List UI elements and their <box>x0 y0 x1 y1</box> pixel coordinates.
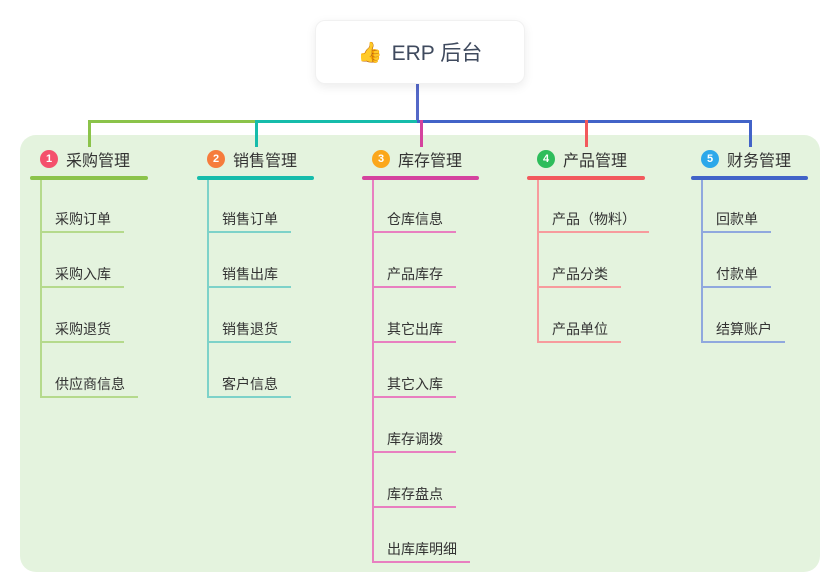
branch-underline-sales <box>197 176 314 180</box>
connector-drop-inventory <box>420 120 423 147</box>
connector-bus-segment-purchase <box>88 120 257 123</box>
child-underline-sales-1 <box>207 286 291 288</box>
child-node-sales-3[interactable]: 客户信息 <box>222 376 278 392</box>
branch-label-product: 产品管理 <box>563 153 628 170</box>
child-node-purchase-2[interactable]: 采购退货 <box>55 321 111 337</box>
child-node-finance-0[interactable]: 回款单 <box>716 211 758 227</box>
child-underline-inventory-6 <box>372 561 470 563</box>
child-node-inventory-1[interactable]: 产品库存 <box>387 266 443 282</box>
child-underline-inventory-1 <box>372 286 456 288</box>
child-underline-product-2 <box>537 341 621 343</box>
branch-node-sales[interactable]: 2 销售管理 <box>207 148 297 170</box>
child-underline-sales-3 <box>207 396 291 398</box>
child-underline-purchase-2 <box>40 341 124 343</box>
child-underline-finance-1 <box>701 286 771 288</box>
child-underline-finance-2 <box>701 341 785 343</box>
branch-underline-product <box>527 176 645 180</box>
child-node-inventory-2[interactable]: 其它出库 <box>387 321 443 337</box>
child-underline-inventory-2 <box>372 341 456 343</box>
mindmap-canvas <box>20 135 820 572</box>
connector-drop-product <box>585 120 588 147</box>
branch-badge-purchase: 1 <box>40 150 58 168</box>
connector-drop-sales <box>255 120 258 147</box>
connector-drop-finance <box>749 120 752 147</box>
child-connector-line-inventory <box>372 180 374 563</box>
child-node-finance-1[interactable]: 付款单 <box>716 266 758 282</box>
child-underline-sales-2 <box>207 341 291 343</box>
branch-underline-inventory <box>362 176 479 180</box>
branch-underline-finance <box>691 176 808 180</box>
child-connector-line-purchase <box>40 180 42 398</box>
child-node-inventory-0[interactable]: 仓库信息 <box>387 211 443 227</box>
child-node-purchase-1[interactable]: 采购入库 <box>55 266 111 282</box>
child-underline-inventory-3 <box>372 396 456 398</box>
branch-node-finance[interactable]: 5 财务管理 <box>701 148 791 170</box>
root-node[interactable]: 👍 ERP 后台 <box>315 20 525 84</box>
branch-node-inventory[interactable]: 3 库存管理 <box>372 148 462 170</box>
child-connector-line-product <box>537 180 539 343</box>
child-underline-product-1 <box>537 286 621 288</box>
child-underline-product-0 <box>537 231 649 233</box>
child-underline-purchase-3 <box>40 396 138 398</box>
branch-node-product[interactable]: 4 产品管理 <box>537 148 627 170</box>
child-node-product-2[interactable]: 产品单位 <box>552 321 608 337</box>
child-underline-inventory-5 <box>372 506 456 508</box>
child-underline-inventory-0 <box>372 231 456 233</box>
branch-label-sales: 销售管理 <box>233 153 298 170</box>
branch-badge-sales: 2 <box>207 150 225 168</box>
branch-label-finance: 财务管理 <box>727 153 792 170</box>
child-node-sales-1[interactable]: 销售出库 <box>222 266 278 282</box>
connector-root-stem <box>416 82 419 123</box>
child-node-purchase-0[interactable]: 采购订单 <box>55 211 111 227</box>
branch-node-purchase[interactable]: 1 采购管理 <box>40 148 130 170</box>
child-underline-purchase-1 <box>40 286 124 288</box>
branch-badge-inventory: 3 <box>372 150 390 168</box>
child-node-product-1[interactable]: 产品分类 <box>552 266 608 282</box>
child-node-purchase-3[interactable]: 供应商信息 <box>55 376 125 392</box>
branch-label-purchase: 采购管理 <box>66 153 131 170</box>
connector-bus-segment-finance <box>417 120 752 123</box>
child-node-inventory-4[interactable]: 库存调拨 <box>387 431 443 447</box>
child-underline-finance-0 <box>701 231 771 233</box>
child-underline-inventory-4 <box>372 451 456 453</box>
child-connector-line-finance <box>701 180 703 343</box>
child-node-product-0[interactable]: 产品（物料） <box>552 211 636 227</box>
branch-label-inventory: 库存管理 <box>398 153 463 170</box>
child-underline-purchase-0 <box>40 231 124 233</box>
branch-underline-purchase <box>30 176 148 180</box>
root-node-label: ERP 后台 <box>391 42 483 65</box>
child-node-inventory-3[interactable]: 其它入库 <box>387 376 443 392</box>
child-node-inventory-6[interactable]: 出库库明细 <box>387 541 457 557</box>
thumbs-up-icon: 👍 <box>357 41 383 64</box>
child-connector-line-sales <box>207 180 209 398</box>
connector-bus-segment-sales <box>255 120 419 123</box>
child-underline-sales-0 <box>207 231 291 233</box>
child-node-sales-2[interactable]: 销售退货 <box>222 321 278 337</box>
branch-badge-product: 4 <box>537 150 555 168</box>
connector-drop-purchase <box>88 120 91 147</box>
child-node-sales-0[interactable]: 销售订单 <box>222 211 278 227</box>
child-node-finance-2[interactable]: 结算账户 <box>716 321 772 337</box>
child-node-inventory-5[interactable]: 库存盘点 <box>387 486 443 502</box>
branch-badge-finance: 5 <box>701 150 719 168</box>
